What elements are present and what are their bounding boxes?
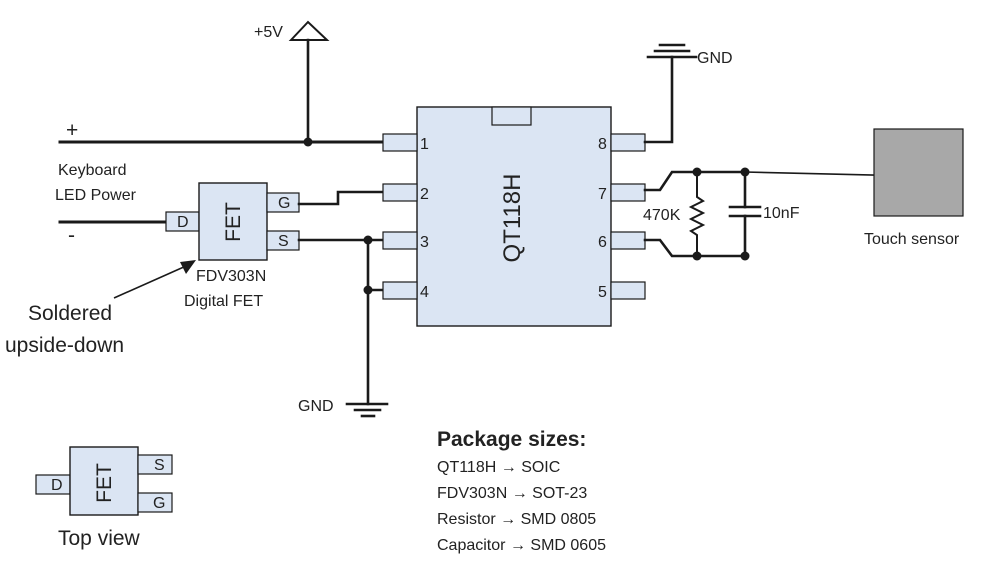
ic-pin-number: 6 — [598, 234, 607, 251]
gate-wire — [297, 190, 385, 206]
package-item: Resistor → SMD 0805 — [437, 511, 596, 528]
ic-notch — [491, 106, 532, 126]
minus-label: - — [68, 224, 75, 247]
gnd-bottom-label: GND — [298, 398, 334, 415]
ic-body — [416, 106, 612, 327]
ic-pin-4 — [382, 281, 418, 300]
topview-pin-d-label: D — [51, 477, 63, 494]
touch-sensor-label: Touch sensor — [864, 231, 960, 248]
ic-pin-1 — [382, 133, 418, 152]
ic-pin-number: 5 — [598, 284, 607, 301]
ic-pin-number: 4 — [420, 284, 429, 301]
topview-pin-g — [137, 492, 173, 513]
ic-pin-5 — [610, 281, 646, 300]
package-item: FDV303N → SOT-23 — [437, 485, 587, 502]
fet-body — [198, 182, 268, 261]
fet-pin-g — [266, 192, 300, 213]
fet-desc-label: Digital FET — [184, 293, 263, 310]
ic-pin-8 — [610, 133, 646, 152]
ic-pin-2 — [382, 183, 418, 202]
fet-name-label: FDV303N — [196, 268, 266, 285]
soldered-label-line1: Soldered — [28, 302, 112, 325]
fet-pin-d-label: D — [177, 214, 189, 231]
fet-pin-s-label: S — [278, 233, 289, 250]
package-title: Package sizes: — [437, 428, 586, 451]
gnd-top-label: GND — [697, 50, 733, 67]
topview-body — [69, 446, 139, 516]
package-item: QT118H → SOIC — [437, 459, 560, 476]
resistor-470k: 470K — [643, 171, 706, 257]
vcc-label: +5V — [254, 24, 283, 41]
ic-pin-7 — [610, 183, 646, 202]
plus-label: + — [66, 119, 78, 142]
keyboard-minus-wire: - — [58, 220, 168, 247]
soldered-arrow — [113, 260, 196, 299]
soldered-label-line2: upside-down — [5, 334, 124, 357]
gnd-top-symbol: GND — [643, 43, 733, 144]
touch-sensor-pad — [873, 128, 964, 217]
keyboard-label-line1: Keyboard — [58, 162, 127, 179]
keyboard-plus-wire: + — [58, 119, 385, 147]
fet-body-label: FET — [222, 202, 245, 242]
gnd-bottom-symbol: GND — [298, 398, 389, 418]
ic-pin-number: 1 — [420, 136, 429, 153]
fet-top-view: D FET S G Top view — [35, 446, 173, 550]
ic-pin-6 — [610, 231, 646, 250]
ic-pin-number: 3 — [420, 234, 429, 251]
capacitor-10nf: 10nF — [728, 170, 800, 258]
topview-pin-s — [137, 454, 173, 475]
vcc-symbol: +5V — [254, 20, 330, 144]
source-wire — [297, 235, 385, 406]
topview-body-label: FET — [93, 463, 116, 503]
package-item: Capacitor → SMD 0605 — [437, 537, 606, 554]
sense-network — [643, 167, 874, 261]
topview-pin-g-label: G — [153, 495, 165, 512]
ic-pin-3 — [382, 231, 418, 250]
touch-sensor: Touch sensor — [864, 128, 964, 248]
resistor-label: 470K — [643, 207, 681, 224]
junction-dot — [303, 137, 313, 147]
ic-pin-number: 8 — [598, 136, 607, 153]
topview-label: Top view — [58, 527, 141, 550]
fet-component: D FET G S — [165, 182, 300, 261]
ic-pin-number: 2 — [420, 186, 429, 203]
ic-pin-number: 7 — [598, 186, 607, 203]
fet-pin-g-label: G — [278, 195, 290, 212]
keyboard-label-line2: LED Power — [55, 187, 137, 204]
capacitor-label: 10nF — [763, 205, 800, 222]
ic-qt118h: QT118H 1 2 3 4 5 6 7 8 — [382, 106, 646, 327]
junction-dot — [363, 285, 373, 295]
topview-pin-s-label: S — [154, 457, 165, 474]
package-sizes: Package sizes: QT118H → SOIC FDV303N → S… — [437, 428, 606, 554]
ic-name: QT118H — [499, 174, 526, 263]
